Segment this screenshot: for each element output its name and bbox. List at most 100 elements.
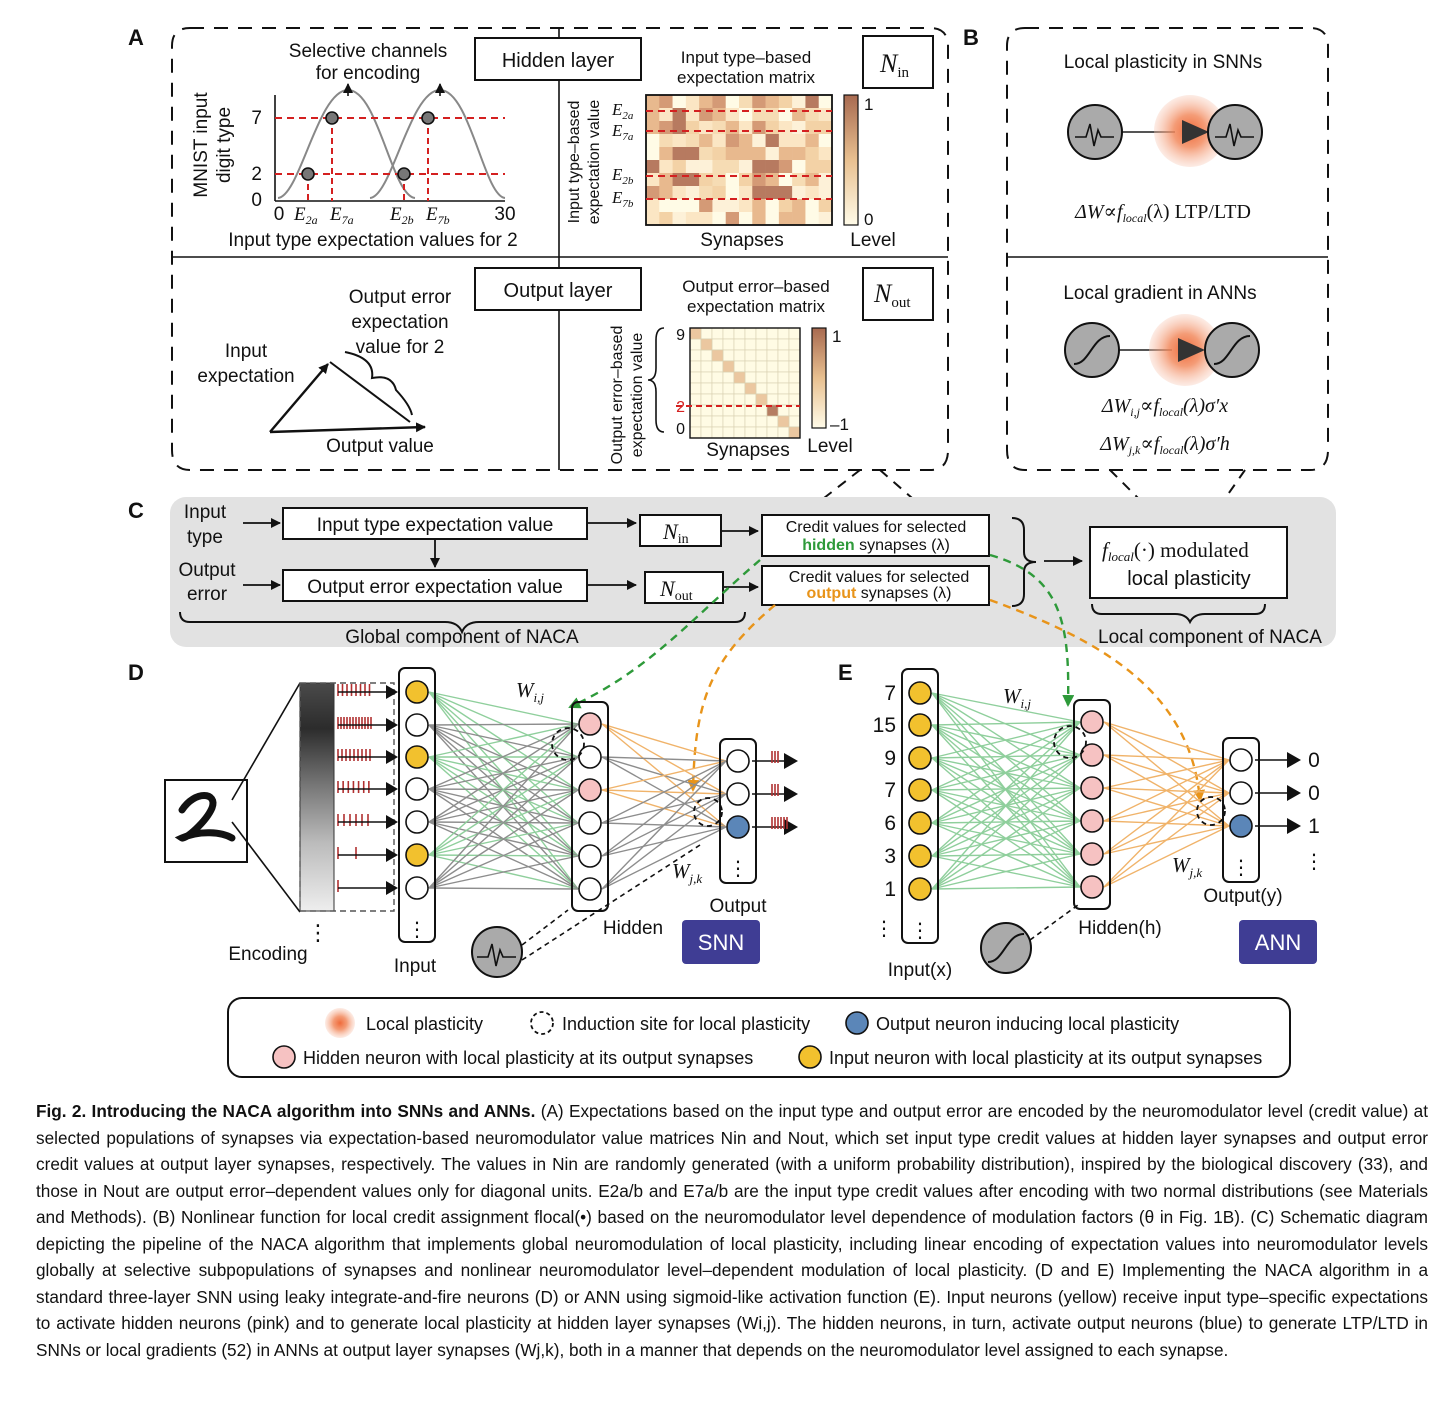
matrix-out-cell (755, 426, 768, 439)
matrix-in-cell (646, 108, 660, 122)
matrix-out-cell (788, 382, 801, 395)
input-neuron (405, 745, 429, 769)
matrix-in-cell (739, 95, 753, 109)
e-w-ij: Wi,j (1003, 684, 1031, 711)
matrix-in-cell (712, 186, 727, 200)
matrix-in-cell (818, 121, 833, 135)
synapse-input-hidden (428, 887, 579, 890)
output-neuron (1229, 748, 1253, 772)
matrix-in-cell (778, 95, 793, 109)
matrix-out-cell (733, 426, 746, 439)
encoding-spike-trains (337, 684, 398, 895)
c-credit-hidden-2: hidden synapses (λ) (802, 537, 950, 554)
matrix-in-cell (792, 199, 806, 213)
matrix-in-cell (712, 212, 727, 226)
hidden-neuron (1080, 842, 1104, 866)
synapse-input-hidden (428, 723, 579, 856)
gauss-curve-2 (369, 88, 506, 199)
ann-badge (1239, 920, 1317, 964)
matrix-out-cell (755, 382, 768, 395)
spike-train-arrowhead (386, 848, 398, 862)
e-output-values: 001⋮ (1304, 749, 1324, 873)
matrix-out-cell (755, 338, 768, 351)
matrix-in-cell (778, 173, 793, 187)
cbar-in-tick-0: 0 (864, 210, 873, 229)
gauss-point-e7b (421, 111, 435, 125)
panel-label-b: B (963, 25, 979, 50)
output-layer-dots: ⋮ (1231, 857, 1251, 879)
matrix-in-cell (765, 199, 780, 213)
matrix-in-row-2b: E2b (611, 165, 634, 187)
matrix-out-ytick-2: 2 (676, 399, 685, 416)
matrix-out-cell (700, 371, 713, 384)
input-neuron (908, 713, 932, 737)
legend-output-neuron-icon (845, 1011, 869, 1035)
matrix-in-cell (805, 95, 820, 109)
matrix-in-cell (646, 212, 660, 226)
matrix-out-cell (766, 426, 779, 439)
cbar-out-tick-1: 1 (832, 327, 841, 346)
hidden-neuron (578, 778, 602, 802)
matrix-out-cell (722, 371, 735, 384)
matrix-in-cell (672, 95, 687, 109)
c-input-type-2: type (187, 527, 223, 548)
matrix-out-cell (777, 382, 790, 395)
matrix-in-cell (712, 173, 727, 187)
input-neuron (908, 811, 932, 835)
matrix-in-cell (765, 134, 780, 148)
matrix-out-cell (755, 415, 768, 428)
matrix-in-title-1: Input type–based (681, 48, 811, 67)
matrix-in-cell (805, 173, 820, 187)
synapse-hidden-output (1103, 825, 1230, 888)
output-neuron (726, 782, 750, 806)
matrix-out-cell (700, 360, 713, 373)
matrix-in-cells (646, 95, 833, 226)
matrix-out-cell (788, 327, 801, 340)
matrix-out-cell (722, 415, 735, 428)
matrix-in-cell (752, 108, 766, 122)
matrix-in-cell (725, 95, 740, 109)
matrix-out-cell (722, 426, 735, 439)
err-title-1: Output error (349, 287, 452, 308)
synapse-hidden-output (1103, 792, 1230, 888)
gauss-point-e2b (397, 167, 411, 181)
matrix-in-cell (765, 108, 780, 122)
matrix-in-cell (725, 134, 740, 148)
matrix-in-cell (752, 186, 766, 200)
panel-label-d: D (128, 660, 144, 685)
input-neuron (908, 746, 932, 770)
err-input-1: Input (225, 341, 268, 362)
input-neuron (908, 844, 932, 868)
gauss-title-2: for encoding (316, 63, 421, 84)
matrix-in-cell (792, 121, 806, 135)
matrix-in-cell (805, 134, 820, 148)
snn-badge-label: SNN (698, 930, 744, 955)
synapse-hidden-output (601, 760, 727, 791)
matrix-in-cell (672, 212, 687, 226)
matrix-out-xlabel: Synapses (706, 440, 789, 461)
c-credit-output-2: output synapses (λ) (807, 585, 952, 602)
output-neuron (726, 749, 750, 773)
e-output-label: Output(y) (1203, 886, 1282, 907)
matrix-out-cell (744, 327, 757, 340)
snn-post-spike-icon (1215, 123, 1254, 147)
matrix-in-cell (646, 95, 660, 109)
matrix-in-cell (659, 160, 673, 174)
matrix-out-cell (755, 371, 768, 384)
induction-site-hidden (551, 727, 585, 761)
n-out-symbol: Nout (873, 279, 911, 311)
matrix-in-cell (672, 134, 687, 148)
hidden-layer-frame (1073, 699, 1111, 910)
matrix-out-diagonal-cell (711, 349, 724, 362)
c-n-out-box (644, 571, 724, 604)
legend-hidden-neuron: Hidden neuron with local plasticity at i… (303, 1048, 753, 1068)
input-neuron (405, 876, 429, 900)
matrix-in-level-label: Level (850, 230, 895, 251)
gauss-ylabel-2: digit type (214, 107, 235, 183)
matrix-in-cell (792, 186, 806, 200)
matrix-out-title-2: expectation matrix (687, 297, 825, 316)
mnist-digit-icon (174, 792, 236, 842)
input-neuron (405, 777, 429, 801)
matrix-in-cell (725, 121, 740, 135)
